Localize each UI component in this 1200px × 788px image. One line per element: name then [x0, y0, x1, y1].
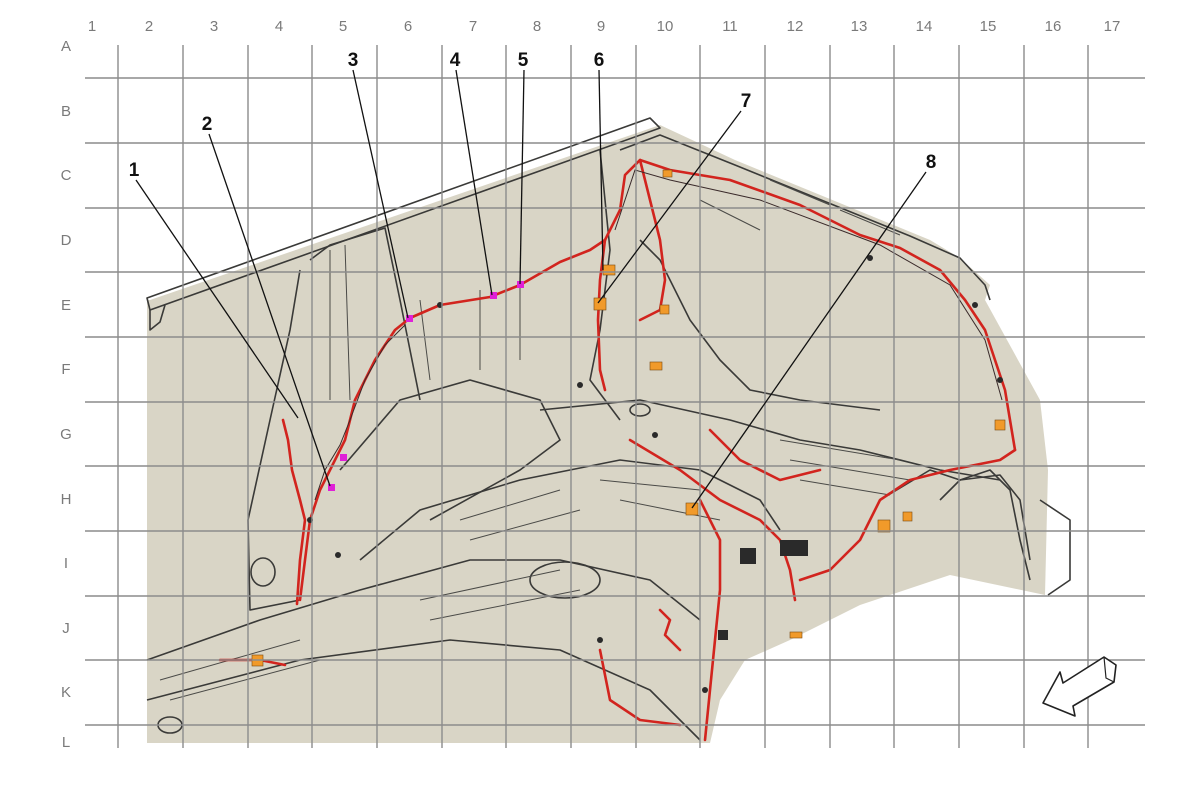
- callout-5: 5: [518, 50, 529, 71]
- reference-grid: [85, 45, 1145, 748]
- column-label: 9: [597, 18, 605, 35]
- connector-orange: [789, 631, 803, 639]
- row-label: L: [62, 734, 70, 751]
- row-label: J: [62, 620, 70, 637]
- column-label: 11: [722, 18, 738, 35]
- connector-orange: [902, 511, 913, 522]
- column-label: 4: [275, 18, 283, 35]
- connector-black: [718, 630, 728, 640]
- row-label: F: [61, 361, 70, 378]
- row-labels: A B C D E F G H I J K L: [60, 38, 72, 751]
- row-label: G: [60, 426, 72, 443]
- connector-magenta: [406, 315, 413, 322]
- vehicle-body-region: [147, 125, 1048, 743]
- row-label: E: [61, 297, 71, 314]
- connector-black: [740, 548, 756, 564]
- column-label: 1: [88, 18, 96, 35]
- column-label: 8: [533, 18, 541, 35]
- row-label: D: [61, 232, 72, 249]
- callout-7: 7: [741, 91, 752, 112]
- row-label: B: [61, 103, 71, 120]
- column-label: 10: [657, 18, 674, 35]
- column-labels: 1 2 3 4 5 6 7 8 9 10 11 12 13 14 15 16 1…: [88, 18, 1121, 35]
- callout-8: 8: [926, 152, 937, 173]
- row-label: K: [61, 684, 71, 701]
- column-label: 6: [404, 18, 412, 35]
- connector-black: [780, 540, 808, 556]
- column-label: 17: [1104, 18, 1121, 35]
- callout-1: 1: [129, 160, 140, 181]
- connector-orange: [593, 297, 607, 311]
- column-label: 3: [210, 18, 218, 35]
- connector-orange: [994, 419, 1006, 431]
- connector-orange: [659, 304, 670, 315]
- callout-3: 3: [348, 50, 359, 71]
- row-label: C: [61, 167, 72, 184]
- column-label: 12: [787, 18, 804, 35]
- column-label: 14: [916, 18, 933, 35]
- connector-magenta: [517, 281, 524, 288]
- callout-4: 4: [450, 50, 461, 71]
- callout-leaders: [135, 69, 927, 509]
- connector-orange: [685, 502, 699, 516]
- callout-labels: 1 2 3 4 5 6 7 8: [129, 50, 937, 181]
- connector-magenta: [328, 484, 335, 491]
- column-label: 5: [339, 18, 347, 35]
- column-label: 15: [980, 18, 997, 35]
- connector-magenta: [340, 454, 347, 461]
- row-label: I: [64, 555, 68, 572]
- connector-orange: [877, 519, 891, 533]
- front-direction-arrow-icon: [1042, 656, 1117, 717]
- connector-orange: [602, 264, 616, 276]
- callout-6: 6: [594, 50, 605, 71]
- wiring-harness: [218, 158, 1017, 742]
- row-label: A: [61, 38, 71, 55]
- connector-orange: [649, 361, 663, 371]
- callout-2: 2: [202, 114, 213, 135]
- column-label: 13: [851, 18, 868, 35]
- row-label: H: [61, 491, 72, 508]
- connector-magenta: [490, 292, 497, 299]
- column-label: 2: [145, 18, 153, 35]
- connector-orange: [662, 169, 673, 178]
- column-label: 7: [469, 18, 477, 35]
- column-label: 16: [1045, 18, 1062, 35]
